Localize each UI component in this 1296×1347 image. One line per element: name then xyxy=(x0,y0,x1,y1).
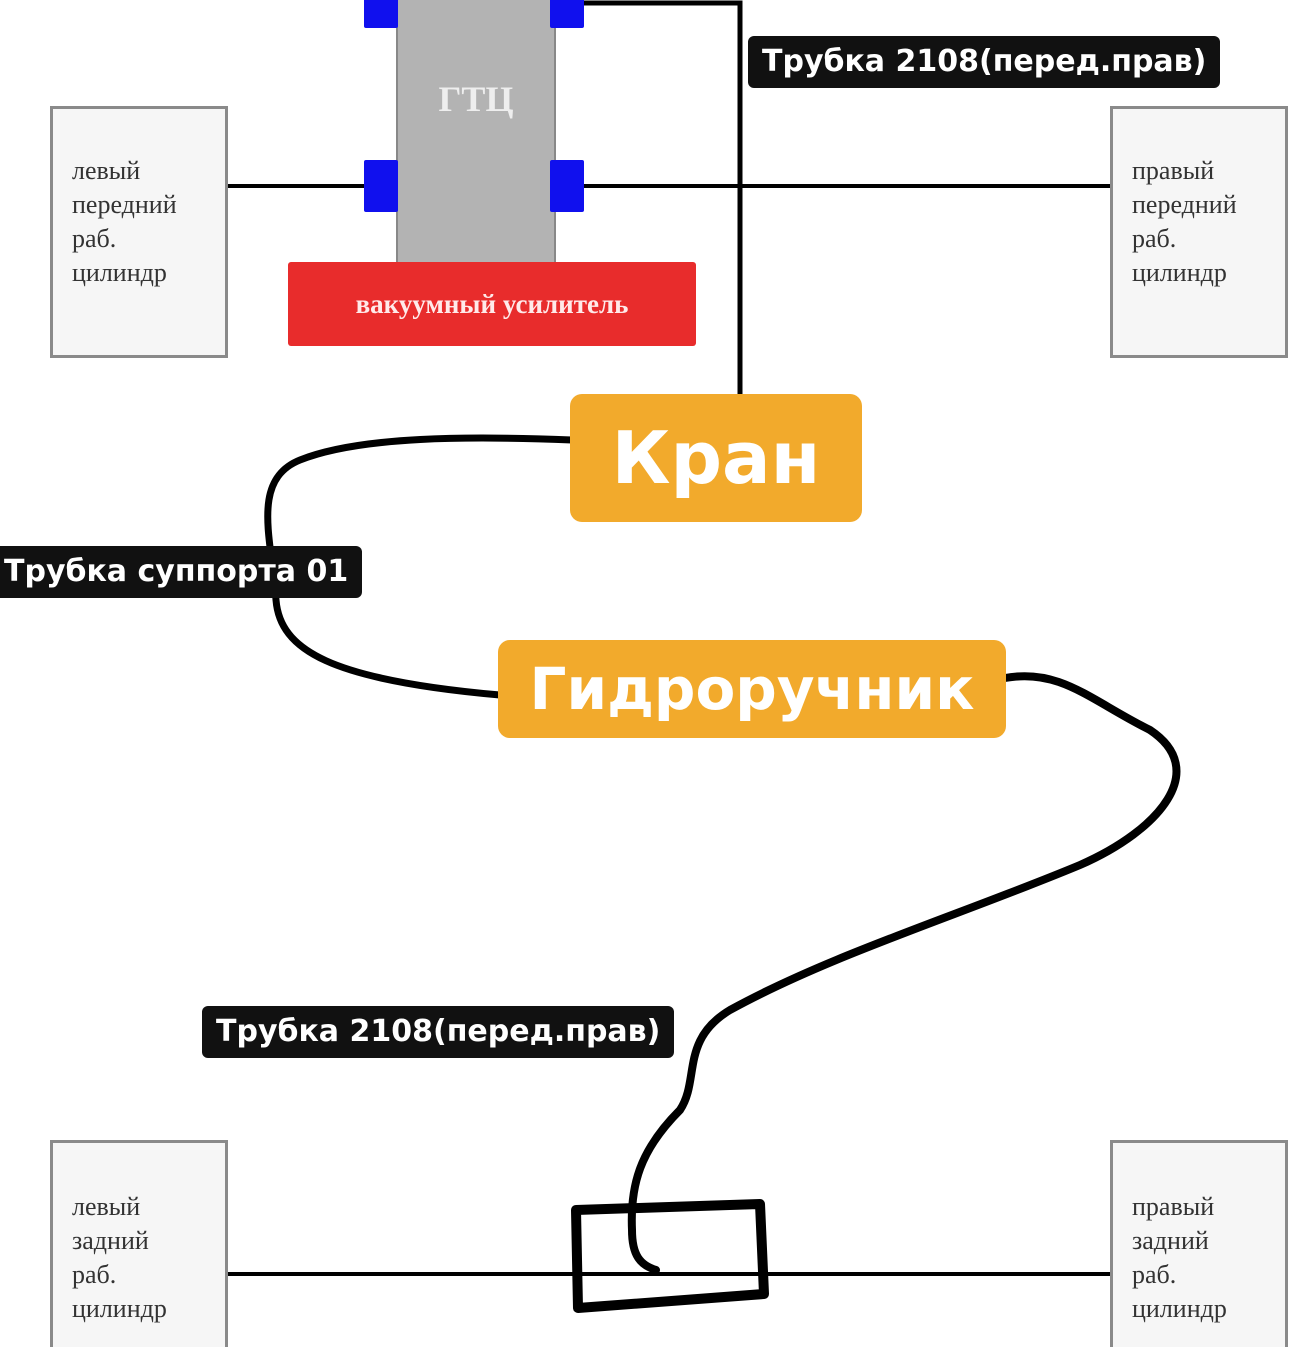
tube-label-top-right: Трубка 2108(перед.прав) xyxy=(748,36,1221,88)
master-cylinder xyxy=(396,0,556,266)
rear-right-cylinder xyxy=(1110,1140,1288,1347)
front-right-cylinder xyxy=(1110,106,1288,358)
valve-to-handbrake-line xyxy=(264,434,576,699)
master-port-mid-right xyxy=(550,160,584,212)
handbrake-to-rear-line xyxy=(627,672,1181,1274)
hydro-handbrake-block: Гидроручник xyxy=(498,640,1006,738)
front-left-cylinder-label: левый передний раб. цилиндр xyxy=(72,156,177,287)
tube-label-caliper: Трубка суппорта 01 xyxy=(0,546,363,598)
tube-label-lower: Трубка 2108(перед.прав) xyxy=(202,1006,675,1058)
rear-splitter-box xyxy=(571,1199,769,1313)
rear-left-cylinder xyxy=(50,1140,228,1347)
master-port-mid-left xyxy=(364,160,398,212)
front-left-cylinder xyxy=(50,106,228,358)
master-port-top-right xyxy=(550,0,584,28)
master-to-valve-line xyxy=(570,0,743,396)
vacuum-booster: вакуумный усилитель xyxy=(288,262,696,346)
valve-block: Кран xyxy=(570,394,862,522)
master-port-top-left xyxy=(364,0,398,28)
rear-right-cylinder-label: правый задний раб. цилиндр xyxy=(1132,1192,1227,1323)
master-cylinder-label: ГТЦ xyxy=(438,79,514,119)
rear-left-cylinder-label: левый задний раб. цилиндр xyxy=(72,1192,167,1323)
front-right-cylinder-label: правый передний раб. цилиндр xyxy=(1132,156,1237,287)
